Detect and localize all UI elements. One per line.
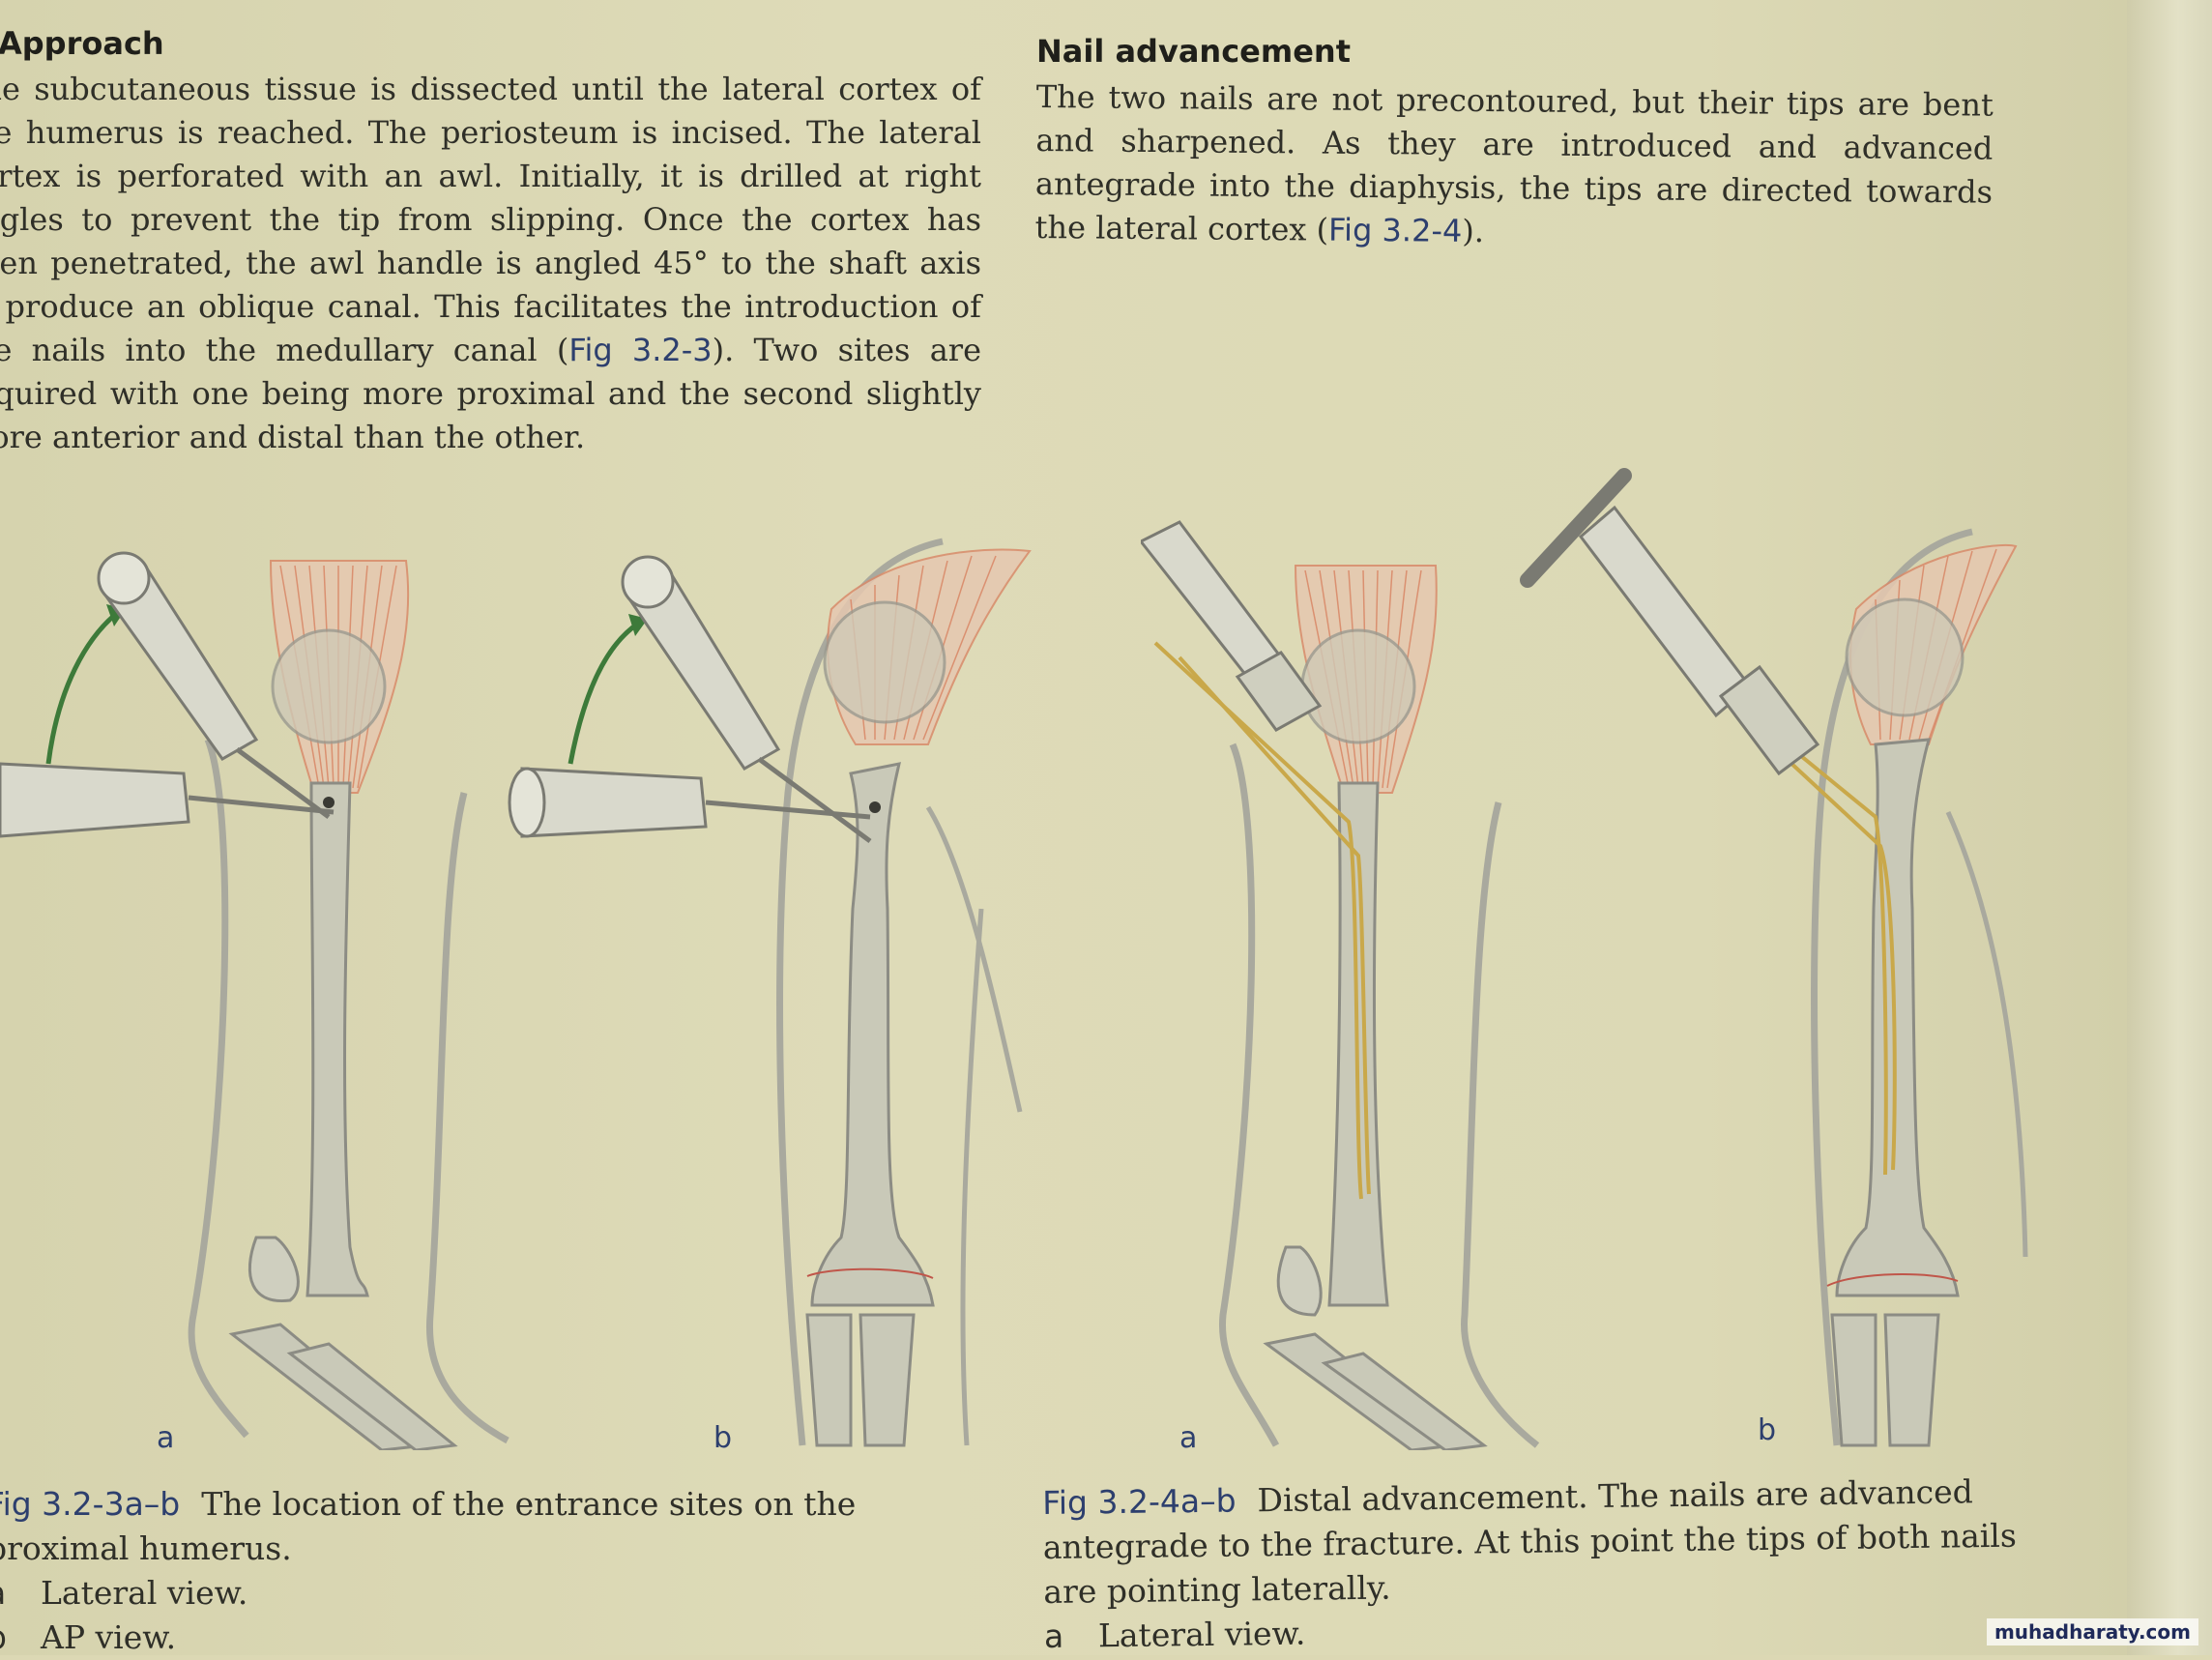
nails-panel-b: [1661, 641, 1897, 1176]
fig-3-2-4-caption-number: Fig 3.2-4a–b: [1042, 1481, 1237, 1522]
t-handle-chuck-a: [1141, 520, 1323, 732]
skin-outline-posterior: [188, 738, 249, 1439]
page-gutter: [2127, 0, 2212, 1655]
nail-advancement-paragraph: The two nails are not precontoured, but …: [1034, 75, 1994, 258]
humerus-shaft-ap: [810, 762, 935, 1307]
fig3-panel-a: [0, 551, 509, 1450]
approach-heading: Approach: [0, 25, 164, 62]
humeral-head: [271, 628, 387, 744]
entry-site-ap: [869, 801, 881, 813]
entry-site: [323, 797, 335, 808]
approach-paragraph: The subcutaneous tissue is dissected unt…: [0, 68, 981, 459]
site-watermark: muhadharaty.com: [1986, 1618, 2198, 1645]
growth-plate: [806, 1267, 934, 1279]
fig-3-2-4-link[interactable]: Fig 3.2-4: [1327, 211, 1463, 249]
awl-horizontal-b: [508, 767, 871, 838]
fig4-panel-b-label: b: [1758, 1413, 1777, 1447]
figure-3-2-4-illustration: [1141, 468, 2028, 1450]
nail-text-2: ).: [1462, 212, 1485, 250]
awl-angled-b: [621, 555, 872, 844]
humeral-head-ap: [823, 600, 946, 724]
fig3-panel-b: [508, 538, 1032, 1447]
rotation-arrow-b: [568, 621, 640, 765]
fig3-panel-b-label: b: [713, 1421, 733, 1455]
figure-3-2-3-illustration: [0, 538, 1032, 1450]
nails-panel-a: [1153, 641, 1371, 1200]
fig4-panel-a: [1141, 520, 1540, 1450]
radius-ulna-ap: [805, 1313, 853, 1447]
fig-3-2-3-caption-text: The location of the entrance sites on th…: [0, 1485, 857, 1567]
rotation-arrow: [45, 612, 118, 765]
humerus-shaft: [306, 781, 369, 1297]
approach-text-2: ). Two sites are required with one being…: [0, 332, 982, 455]
skin-outline-medial: [925, 805, 1023, 1113]
fig3-panel-a-label: a: [157, 1421, 175, 1455]
skin-outline-anterior: [425, 792, 509, 1444]
caption-item-b: bAP view.: [0, 1618, 177, 1656]
fig-3-2-3-caption-number: Fig 3.2-3a–b: [0, 1485, 181, 1523]
fig4-panel-b: [1520, 468, 2028, 1447]
nail-advancement-heading: Nail advancement: [1036, 33, 1351, 70]
fig-3-2-3-link[interactable]: Fig 3.2-3: [568, 332, 713, 368]
awl-angled: [97, 551, 331, 820]
t-handle-chuck-b: [1520, 468, 1820, 776]
fig4-panel-a-label: a: [1179, 1421, 1198, 1455]
awl-horizontal: [0, 762, 335, 838]
nail-text-1: The two nails are not precontoured, but …: [1034, 77, 1994, 248]
approach-text-1: The subcutaneous tissue is dissected unt…: [0, 71, 981, 368]
olecranon: [247, 1236, 300, 1303]
